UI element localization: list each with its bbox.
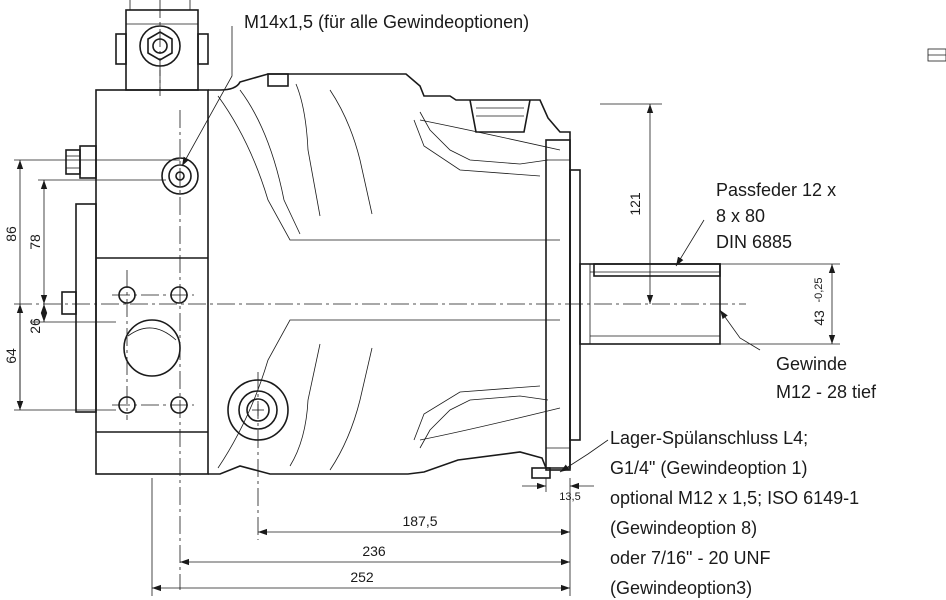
extension-lines	[14, 103, 840, 596]
mounting-plate	[75, 203, 97, 413]
shaft-key	[593, 263, 721, 277]
lager-label-line5: oder 7/16" - 20 UNF	[610, 548, 770, 568]
dim-121: 121	[627, 192, 643, 216]
dim-78: 78	[27, 234, 43, 250]
gewinde-label-line2: M12 - 28 tief	[776, 382, 877, 402]
top-thread-label: M14x1,5 (für alle Gewindeoptionen)	[244, 12, 529, 32]
lager-label-line2: G1/4" (Gewindeoption 1)	[610, 458, 808, 478]
dim-187-5: 187,5	[402, 513, 437, 529]
top-valve	[115, 0, 209, 91]
dim-43-tolerance: -0,25	[813, 277, 825, 302]
lager-label-line6: (Gewindeoption3)	[610, 578, 752, 598]
dim-13-5: 13,5	[559, 491, 580, 503]
key-label-line1: Passfeder 12 x	[716, 180, 836, 200]
dim-43: 43	[811, 310, 827, 326]
lager-label-line3: optional M12 x 1,5; ISO 6149-1	[610, 488, 859, 508]
dim-252: 252	[350, 569, 374, 585]
dim-64: 64	[3, 348, 19, 364]
key-label-line2: 8 x 80	[716, 206, 765, 226]
lager-label-line1: Lager-Spülanschluss L4;	[610, 428, 808, 448]
leader-lines	[181, 26, 761, 473]
lager-label-line4: (Gewindeoption 8)	[610, 518, 757, 538]
dim-86: 86	[3, 226, 19, 242]
pump-body	[61, 0, 721, 479]
dim-236: 236	[362, 543, 386, 559]
gewinde-label-line1: Gewinde	[776, 354, 847, 374]
flange-symbol-icon	[927, 48, 946, 62]
main-housing	[208, 73, 571, 475]
front-flange	[569, 169, 581, 441]
key-label-line3: DIN 6885	[716, 232, 792, 252]
left-flange-block	[95, 89, 209, 475]
dim-26: 26	[27, 318, 43, 334]
top-port	[161, 157, 199, 195]
dimension-lines	[16, 104, 836, 592]
